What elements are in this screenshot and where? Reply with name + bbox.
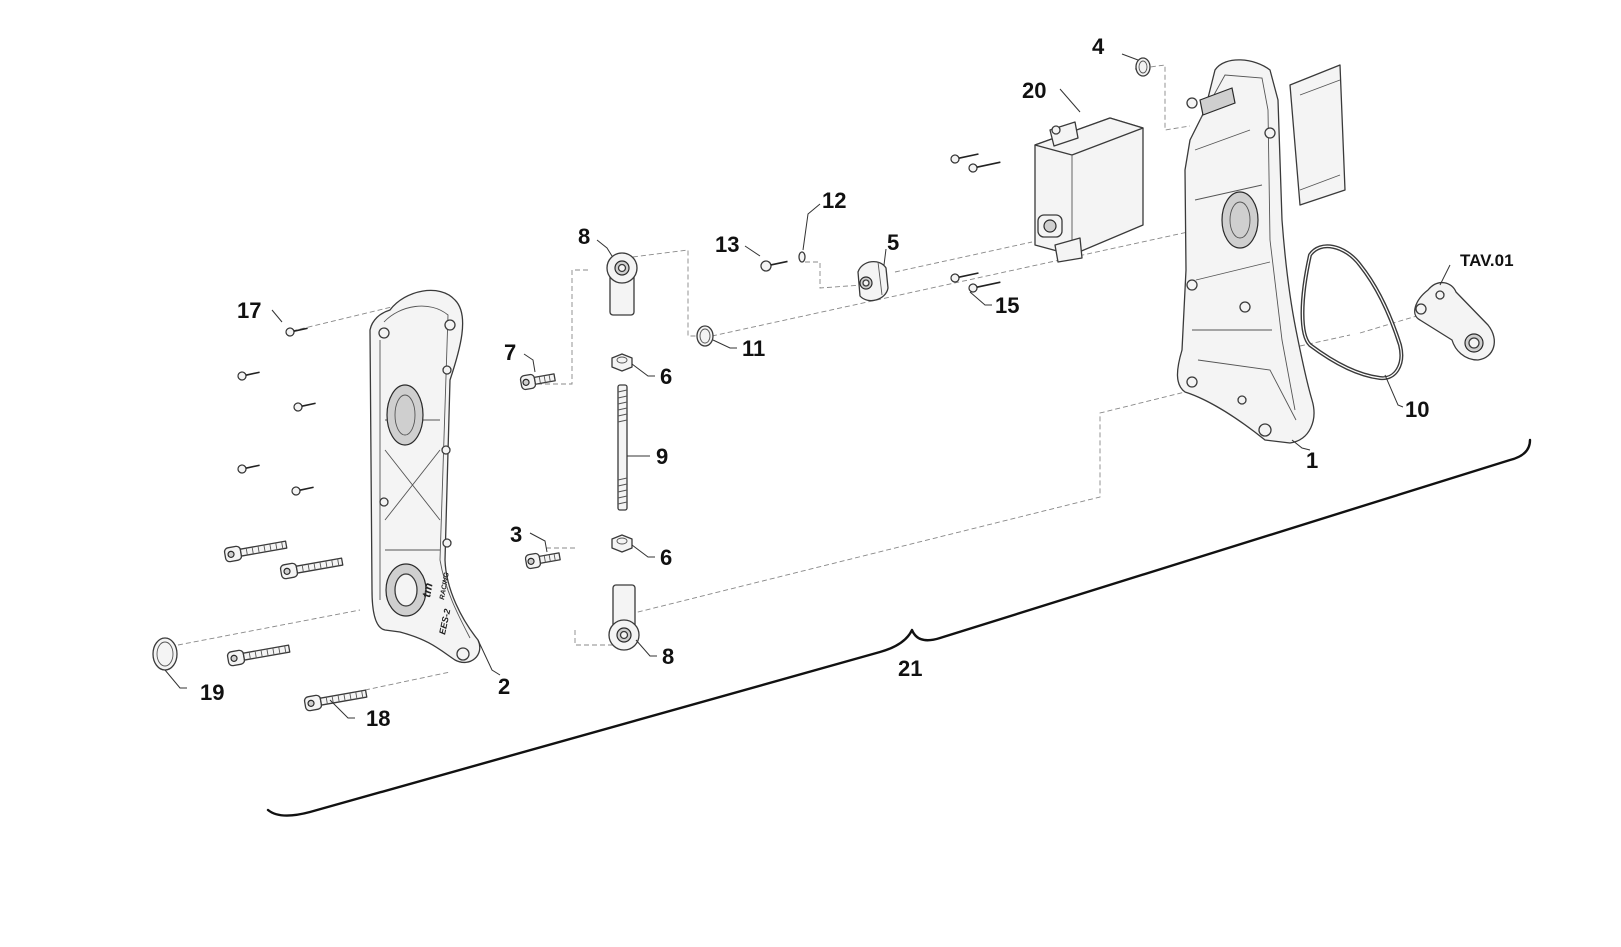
o-ring-4	[1135, 57, 1151, 77]
callout-6-top: 6	[660, 364, 672, 389]
servo-20	[1034, 117, 1144, 263]
o-ring-11	[696, 325, 714, 347]
left-cover-plate: tm RACING EES-2	[369, 289, 481, 664]
small-screws-17	[237, 327, 316, 496]
callout-5: 5	[887, 230, 899, 255]
callout-21: 21	[898, 656, 922, 681]
logo-sub: RACING	[439, 571, 451, 600]
callout-17: 17	[237, 298, 261, 323]
plug-19	[152, 637, 178, 671]
callout-8-bottom: 8	[662, 644, 674, 669]
rod-end-top-8	[606, 252, 638, 316]
short-bolt-3	[524, 552, 561, 570]
gasket-10	[1300, 244, 1404, 381]
rod-end-bottom-8	[608, 584, 640, 651]
washer-12	[798, 251, 806, 263]
callout-15: 15	[995, 293, 1019, 318]
callout-12: 12	[822, 188, 846, 213]
callout-4: 4	[1092, 34, 1105, 59]
nut-top-6	[611, 353, 633, 372]
short-bolt-7	[519, 373, 556, 391]
callout-labels: 1 2 3 4 5 6 6 7 8 8 9 10 11 12 13 15 17 …	[200, 34, 1514, 731]
callout-tav01: TAV.01	[1460, 251, 1514, 270]
main-housing-1	[1176, 59, 1346, 444]
screw-13	[760, 260, 788, 272]
screws-15	[950, 153, 1001, 293]
lever-5	[857, 261, 889, 302]
callout-11: 11	[742, 336, 765, 361]
callout-3: 3	[510, 522, 522, 547]
bracket-tav01	[1414, 282, 1495, 361]
callout-13: 13	[715, 232, 739, 257]
threaded-rod-9	[617, 384, 628, 511]
callout-19: 19	[200, 680, 224, 705]
leader-lines	[164, 53, 1451, 719]
callout-1: 1	[1306, 448, 1318, 473]
callout-2: 2	[498, 674, 510, 699]
callout-7: 7	[504, 340, 516, 365]
assembly-guide-lines	[177, 64, 1431, 701]
nut-bottom-6	[611, 534, 633, 553]
callout-10: 10	[1405, 397, 1429, 422]
callout-9: 9	[656, 444, 668, 469]
callout-18: 18	[366, 706, 390, 731]
logo-brand: tm	[419, 581, 435, 598]
callout-6-bottom: 6	[660, 545, 672, 570]
callout-8-top: 8	[578, 224, 590, 249]
callout-20: 20	[1022, 78, 1046, 103]
assembly-brace-21	[266, 438, 1532, 817]
long-bolts-18	[223, 540, 368, 712]
